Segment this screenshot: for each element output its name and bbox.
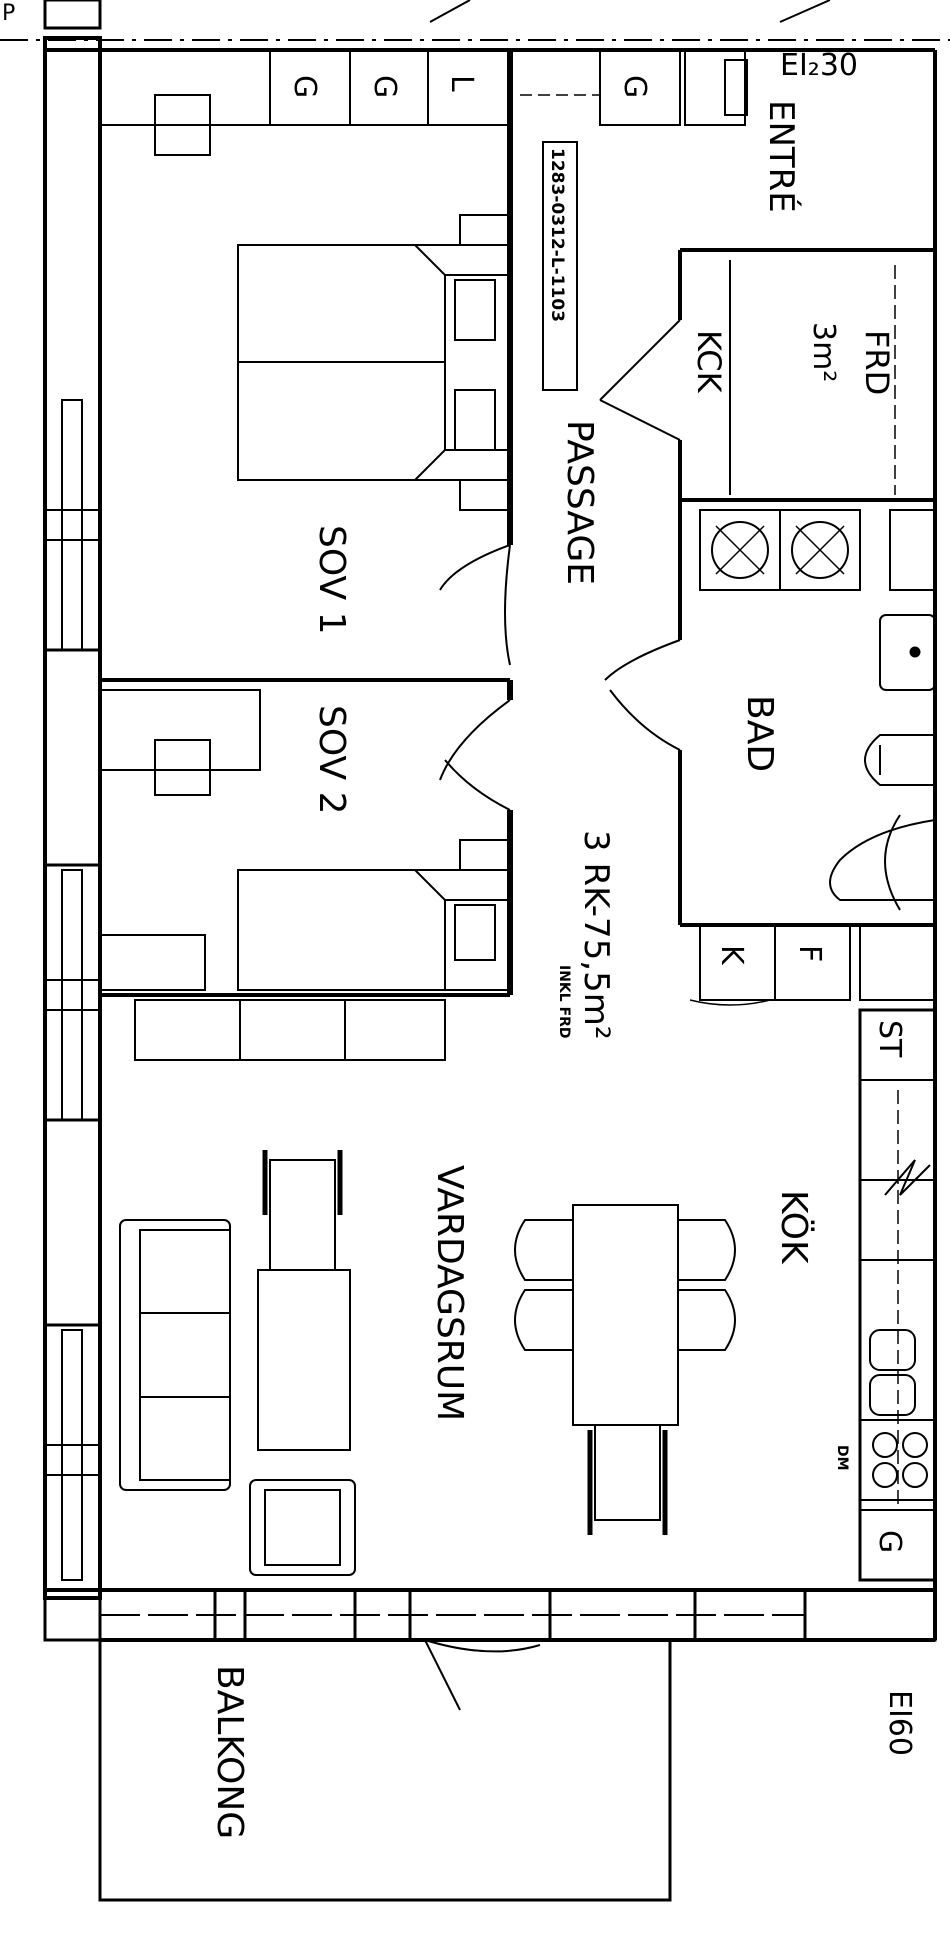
sofa <box>119 1219 231 1491</box>
dishwasher-symbol <box>884 1159 931 1196</box>
shelf-sov2 <box>99 934 206 991</box>
cabinet-code-g3: G <box>617 75 652 98</box>
top-window-fragment <box>43 0 102 30</box>
cabinet-code-g2: G <box>367 75 402 98</box>
label-apartment-note: INKL FRD <box>556 965 572 1039</box>
stove <box>859 1419 936 1501</box>
cabinet-kf-side <box>859 924 936 1001</box>
pillow-1 <box>454 279 496 341</box>
bottom-post-5 <box>803 1588 937 1642</box>
dining-chair-2 <box>514 1289 573 1351</box>
dining-table <box>572 1204 679 1426</box>
pillow-2 <box>454 389 496 451</box>
toilet <box>864 734 935 786</box>
chair-sov1 <box>154 94 211 156</box>
label-apartment-summary: 3 RK-75,5m² <box>576 830 616 1040</box>
closet-row-top <box>269 49 511 126</box>
mullion-3 <box>44 1444 101 1476</box>
pillar-left-1 <box>43 648 102 867</box>
nightstand-3 <box>459 839 511 871</box>
pillow-3 <box>454 904 496 961</box>
shower-screen <box>829 814 936 911</box>
cabinet-code-k: K <box>714 945 749 966</box>
cabinet-code-l: L <box>444 75 479 92</box>
cabinet-f <box>774 924 851 1001</box>
kitchen-sink-1 <box>869 1329 916 1371</box>
fire-class-top: EI₂30 <box>780 48 858 83</box>
door-kck <box>599 319 681 441</box>
label-vardagsrum: VARDAGSRUM <box>429 1165 470 1421</box>
window-left-2 <box>61 869 83 1121</box>
label-frd: FRD <box>858 330 896 395</box>
dining-chair-4 <box>678 1289 736 1351</box>
top-door-arc-fragment-2 <box>779 0 831 23</box>
fire-class-bottom: EI60 <box>882 1690 917 1756</box>
mullion-2 <box>44 979 101 1011</box>
panel-entre <box>724 59 748 116</box>
cabinet-code-dm: DM <box>834 1445 850 1471</box>
sink <box>879 614 936 691</box>
label-entre: ENTRÉ <box>761 100 802 213</box>
pillar-left-2 <box>43 1118 102 1327</box>
nightstand-1 <box>459 214 511 246</box>
closet-entre <box>599 49 681 126</box>
label-sov2: SOV 2 <box>311 705 352 815</box>
code-label-frame <box>542 141 578 391</box>
nightstand-2 <box>459 479 511 511</box>
kitchen-counter <box>858 1008 937 1582</box>
window-left-3 <box>61 1329 83 1581</box>
dining-chair-3 <box>678 1219 736 1281</box>
balcony-door-swing <box>424 1639 541 1711</box>
outer-wall-left <box>43 36 102 1600</box>
balcony-outline <box>98 1638 672 1902</box>
washer-1-drum <box>711 521 769 579</box>
label-balkong: BALKONG <box>209 1665 250 1839</box>
door-sov1 <box>439 544 511 666</box>
cabinet-code-st: ST <box>872 1020 907 1058</box>
bathroom-cabinet <box>889 509 936 591</box>
wheelchair-dining <box>594 1424 661 1521</box>
coffee-table <box>257 1269 351 1451</box>
dining-chair-1 <box>514 1219 573 1281</box>
label-kok: KÖK <box>773 1190 815 1265</box>
armchair <box>249 1479 356 1576</box>
wardrobe-sov2 <box>134 999 446 1061</box>
label-kck: KCK <box>690 330 728 394</box>
label-sov1: SOV 1 <box>311 525 352 635</box>
label-bad: BAD <box>739 695 780 772</box>
cabinet-code-g4: G <box>872 1530 907 1553</box>
window-left-1 <box>61 399 83 651</box>
washer-2-drum <box>791 521 849 579</box>
top-door-arc-fragment <box>429 0 471 23</box>
kitchen-sink-2 <box>869 1374 916 1416</box>
chair-sov2 <box>154 739 211 796</box>
wheelchair-living <box>269 1159 336 1271</box>
label-passage: PASSAGE <box>559 420 600 585</box>
desk-sov2 <box>99 689 261 771</box>
cabinet-entre-small <box>684 49 746 126</box>
top-edge-mark: P <box>2 1 15 26</box>
label-code: 1283-0312-L-1103 <box>547 148 567 322</box>
washer-2 <box>779 509 861 591</box>
door-bad <box>604 639 681 751</box>
mullion-1 <box>44 509 101 541</box>
cabinet-code-f: F <box>792 945 827 962</box>
cabinet-code-g1: G <box>287 75 322 98</box>
bed-single <box>237 869 511 991</box>
door-sov2 <box>439 699 511 811</box>
label-frd-area: 3m² <box>806 322 841 382</box>
